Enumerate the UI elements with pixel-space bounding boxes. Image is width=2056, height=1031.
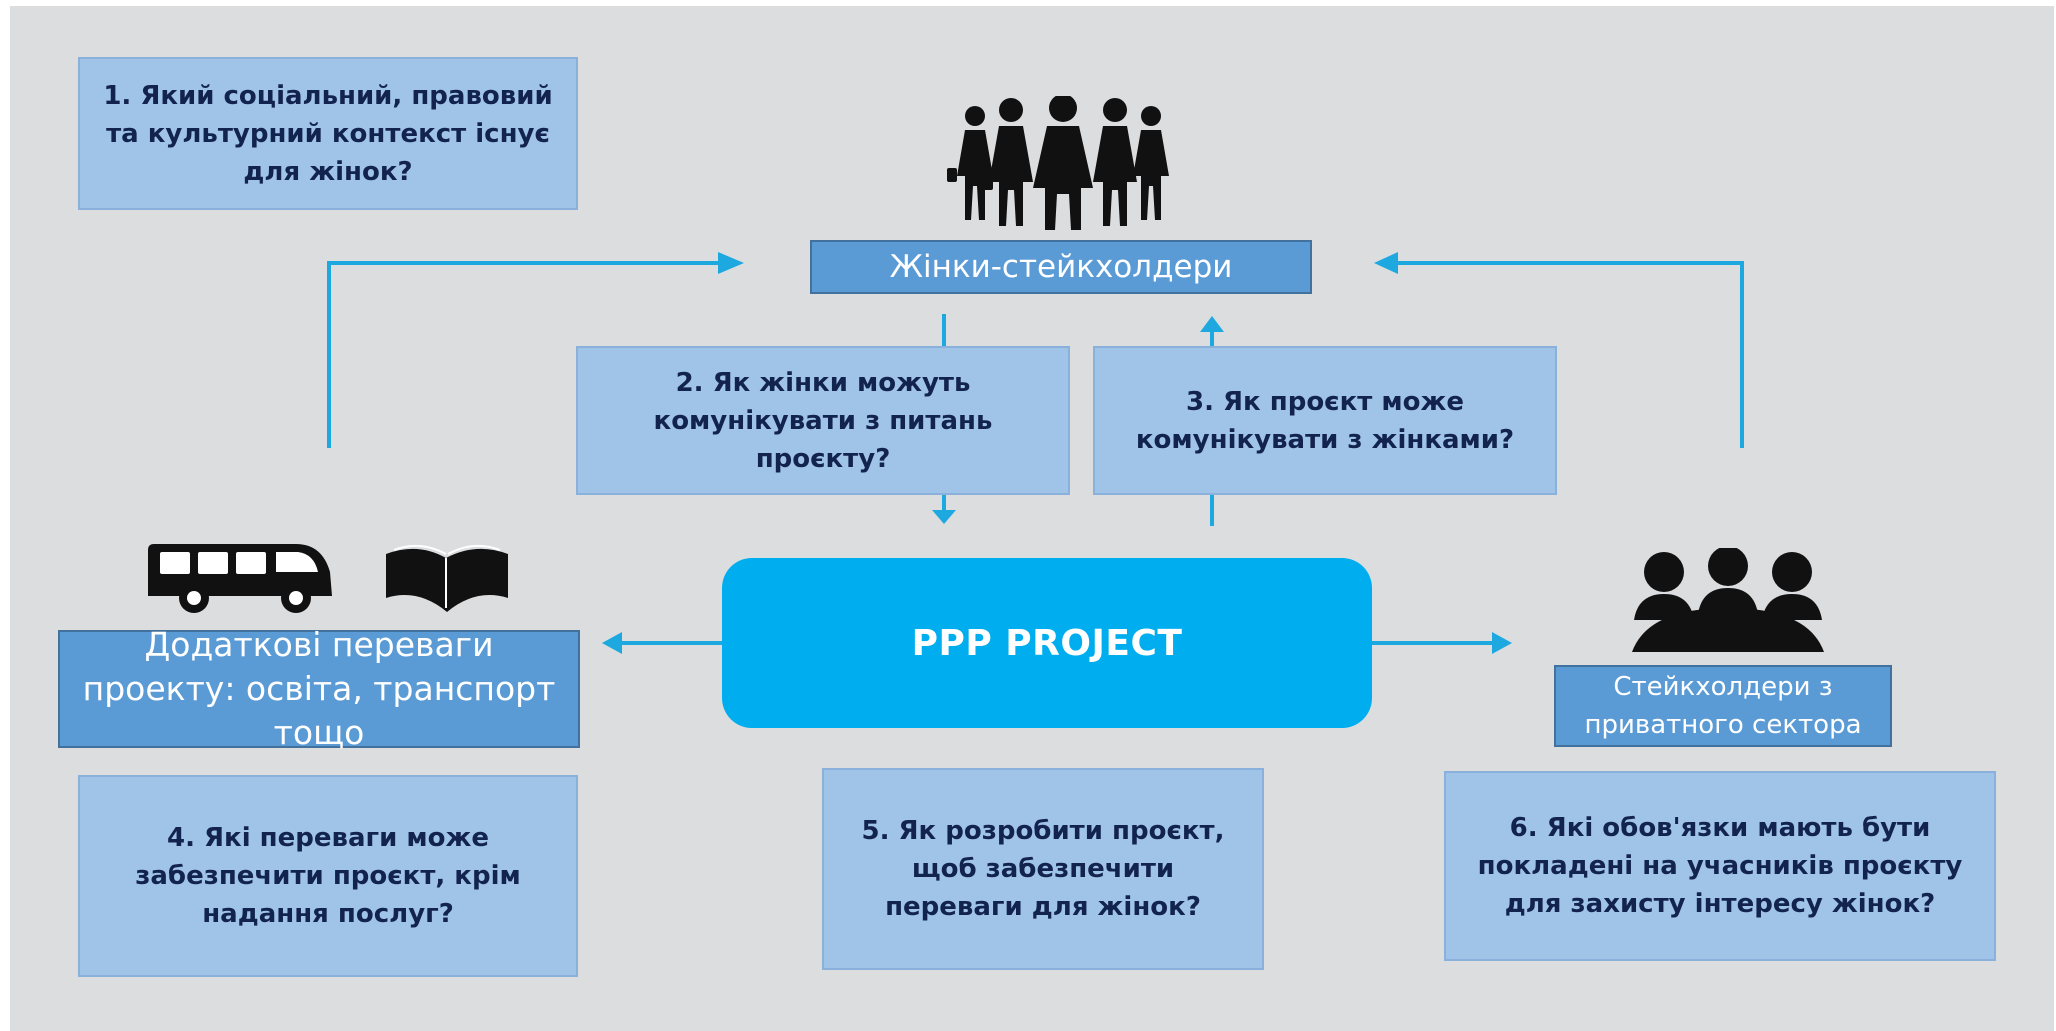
question-box-4: 4. Які переваги може забезпечити проєкт,…: [78, 775, 578, 977]
women-stakeholders-label: Жінки-стейкхолдери: [810, 240, 1312, 294]
question-text-4: 4. Які переваги може забезпечити проєкт,…: [135, 823, 521, 929]
question-box-3: 3. Як проєкт може комунікувати з жінками…: [1093, 346, 1557, 495]
question-text-5: 5. Як розробити проєкт, щоб забезпечити …: [861, 816, 1225, 922]
women-group-icon: [945, 94, 1181, 232]
private-stakeholders-text: Стейкхолдери з приватного сектора: [1584, 672, 1862, 740]
question-text-6: 6. Які обов'язки мають бути покладені на…: [1477, 813, 1963, 919]
question-box-2: 2. Як жінки можуть комунікувати з питань…: [576, 346, 1070, 495]
question-text-1: 1. Який соціальний, правовий та культурн…: [103, 80, 553, 187]
ppp-project-label: PPP PROJECT: [911, 622, 1183, 664]
question-box-5: 5. Як розробити проєкт, щоб забезпечити …: [822, 768, 1264, 970]
open-book-icon: [384, 540, 510, 616]
arrow-private-to-women: [1398, 261, 1744, 448]
question-box-1: 1. Який соціальний, правовий та культурн…: [78, 57, 578, 210]
ppp-project-node: PPP PROJECT: [722, 558, 1372, 728]
arrow-benefits-to-women: [327, 261, 718, 448]
question-text-2: 2. Як жінки можуть комунікувати з питань…: [653, 367, 993, 474]
benefits-label: Додаткові переваги проекту: освіта, тран…: [58, 625, 580, 752]
benefits-text: Додаткові переваги проекту: освіта, тран…: [82, 625, 556, 752]
private-stakeholders-label: Стейкхолдери з приватного сектора: [1554, 665, 1892, 747]
question-box-6: 6. Які обов'язки мають бути покладені на…: [1444, 771, 1996, 961]
meeting-table-icon: [1628, 546, 1828, 654]
bus-icon: [146, 540, 334, 614]
question-text-3: 3. Як проєкт може комунікувати з жінками…: [1135, 386, 1515, 455]
women-stakeholders-text: Жінки-стейкхолдери: [889, 249, 1233, 285]
